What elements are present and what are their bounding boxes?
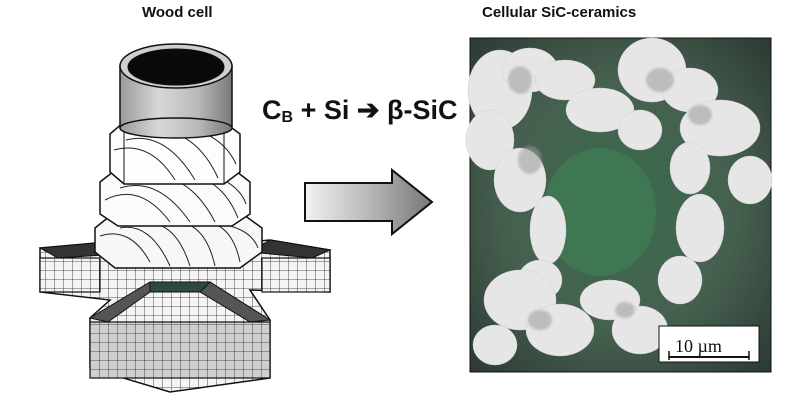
sem-micrograph	[465, 37, 773, 373]
reaction-arrow-icon: ➔	[356, 95, 380, 125]
scale-bar-label: 10 µm	[675, 336, 722, 356]
lumen-cylinder	[119, 43, 233, 139]
transformation-arrow-icon	[304, 167, 434, 237]
scale-bar	[658, 325, 760, 363]
grid-base	[38, 239, 332, 393]
cell-wall-layer-s3	[109, 121, 241, 185]
product-beta-sic: β-SiC	[379, 95, 458, 125]
sic-ceramics-title: Cellular SiC-ceramics	[482, 4, 637, 21]
pore-region	[544, 148, 656, 276]
reaction-equation: CB + Si ➔ β-SiC	[262, 95, 457, 127]
lumen-opening	[127, 48, 225, 86]
wood-cell-title: Wood cell	[142, 4, 213, 21]
carbon-symbol: C	[262, 95, 282, 125]
wood-cell-illustration	[38, 43, 332, 393]
carbon-subscript: B	[281, 109, 294, 126]
particle-shading	[508, 66, 712, 330]
plus-silicon: + Si	[293, 95, 357, 125]
